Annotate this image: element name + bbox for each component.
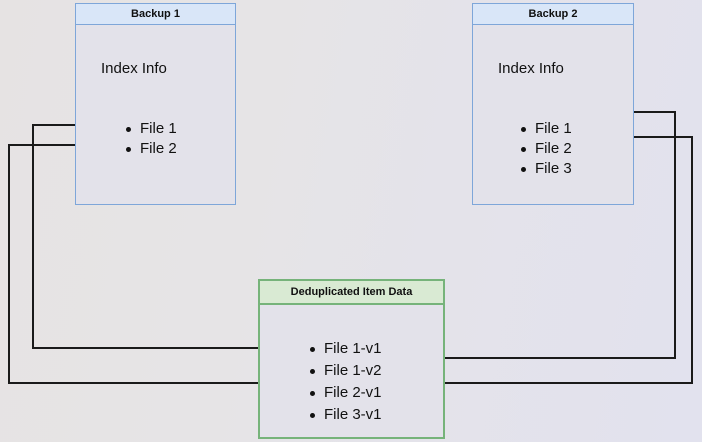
dedup-header: Deduplicated Item Data bbox=[260, 281, 443, 305]
dedup-item-list: File 1-v1 File 1-v2 File 2-v1 File 3-v1 bbox=[308, 338, 382, 426]
list-item: File 3 bbox=[519, 159, 572, 179]
list-item: File 1 bbox=[124, 119, 177, 139]
list-item: File 2 bbox=[124, 139, 177, 159]
list-item: File 1-v1 bbox=[308, 338, 382, 360]
list-item: File 3-v1 bbox=[308, 404, 382, 426]
list-item: File 1 bbox=[519, 119, 572, 139]
list-item: File 2-v1 bbox=[308, 382, 382, 404]
backup-1-subtitle: Index Info bbox=[101, 60, 167, 77]
deduplicated-item-data-box[interactable]: Deduplicated Item Data File 1-v1 File 1-… bbox=[258, 279, 445, 439]
backup-1-header: Backup 1 bbox=[76, 4, 235, 25]
backup-2-box[interactable]: Backup 2 Index Info File 1 File 2 File 3 bbox=[472, 3, 634, 205]
backup-2-header: Backup 2 bbox=[473, 4, 633, 25]
backup-1-body: Index Info File 1 File 2 bbox=[76, 25, 235, 204]
list-item: File 2 bbox=[519, 139, 572, 159]
dedup-body: File 1-v1 File 1-v2 File 2-v1 File 3-v1 bbox=[260, 305, 443, 437]
backup-1-file-list: File 1 File 2 bbox=[124, 119, 177, 159]
list-item: File 1-v2 bbox=[308, 360, 382, 382]
backup-1-box[interactable]: Backup 1 Index Info File 1 File 2 bbox=[75, 3, 236, 205]
backup-2-subtitle: Index Info bbox=[498, 60, 564, 77]
backup-2-file-list: File 1 File 2 File 3 bbox=[519, 119, 572, 179]
backup-2-body: Index Info File 1 File 2 File 3 bbox=[473, 25, 633, 204]
